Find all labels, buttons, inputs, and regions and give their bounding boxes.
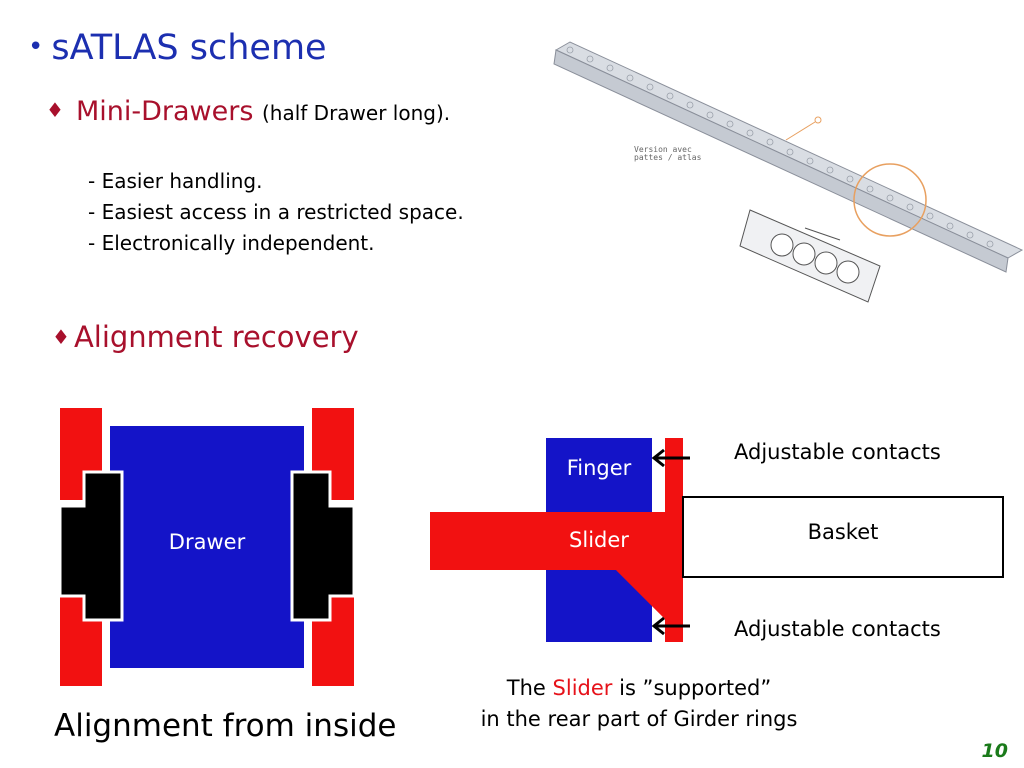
mini-drawers-title: Mini-Drawers bbox=[75, 96, 254, 127]
detail-view bbox=[739, 209, 881, 303]
alignment-title: Alignment recovery bbox=[73, 320, 359, 354]
right-caption: The Slider is ”supported” in the rear pa… bbox=[430, 673, 848, 735]
mini-drawers-heading: ♦ Mini-Drawers (half Drawer long). bbox=[46, 96, 450, 127]
cad-label-line2: pattes / atlas bbox=[634, 153, 702, 162]
slider-body bbox=[430, 512, 678, 632]
detail-circle bbox=[853, 163, 927, 237]
drawer-label: Drawer bbox=[168, 530, 246, 554]
drawer-body bbox=[110, 426, 304, 668]
diamond-bullet-icon: ♦ bbox=[52, 325, 70, 349]
list-item: - Easier handling. bbox=[88, 169, 263, 193]
arrow-bottom-icon bbox=[651, 616, 690, 636]
left-guide bbox=[58, 470, 124, 622]
slider-diagram bbox=[430, 438, 1004, 642]
girder-beam bbox=[553, 41, 1024, 273]
mini-drawers-list: - Easier handling. - Easiest access in a… bbox=[88, 166, 464, 259]
right-guide bbox=[290, 470, 356, 622]
alignment-heading: ♦Alignment recovery bbox=[52, 320, 359, 354]
caption-slider: Slider bbox=[552, 676, 613, 700]
finger-label: Finger bbox=[566, 456, 632, 480]
drawer-diagram bbox=[58, 408, 356, 686]
right-caption-line1: The Slider is ”supported” bbox=[430, 673, 848, 704]
basket-label: Basket bbox=[807, 520, 879, 544]
slider-label: Slider bbox=[569, 528, 629, 552]
slider-ramp bbox=[616, 570, 678, 632]
leader-dot bbox=[814, 116, 822, 124]
left-caption: Alignment from inside bbox=[54, 708, 397, 744]
slide-title-text: sATLAS scheme bbox=[51, 28, 327, 68]
caption-rest: is ”supported” bbox=[619, 676, 772, 700]
caption-the: The bbox=[506, 676, 546, 700]
leader-line bbox=[785, 121, 816, 141]
right-caption-line2: in the rear part of Girder rings bbox=[480, 707, 798, 731]
mini-drawers-note: (half Drawer long). bbox=[261, 101, 451, 125]
basket-box bbox=[682, 496, 1004, 578]
diamond-bullet-icon: ♦ bbox=[46, 98, 64, 122]
girder-cad-image: Version avec pattes / atlas bbox=[553, 41, 1024, 303]
list-item: - Electronically independent. bbox=[88, 231, 375, 255]
cad-label-line1: Version avec bbox=[634, 145, 692, 154]
adjustable-contacts-bottom: Adjustable contacts bbox=[734, 617, 941, 641]
adjustable-contacts-top: Adjustable contacts bbox=[734, 440, 941, 464]
arrow-top-icon bbox=[651, 448, 690, 468]
bullet-icon: • bbox=[28, 32, 44, 62]
list-item: - Easiest access in a restricted space. bbox=[88, 200, 464, 224]
page-number: 10 bbox=[981, 740, 1008, 762]
contact-bar bbox=[665, 438, 683, 642]
girder-holes bbox=[566, 46, 994, 248]
slide-title: •sATLAS scheme bbox=[28, 28, 327, 68]
